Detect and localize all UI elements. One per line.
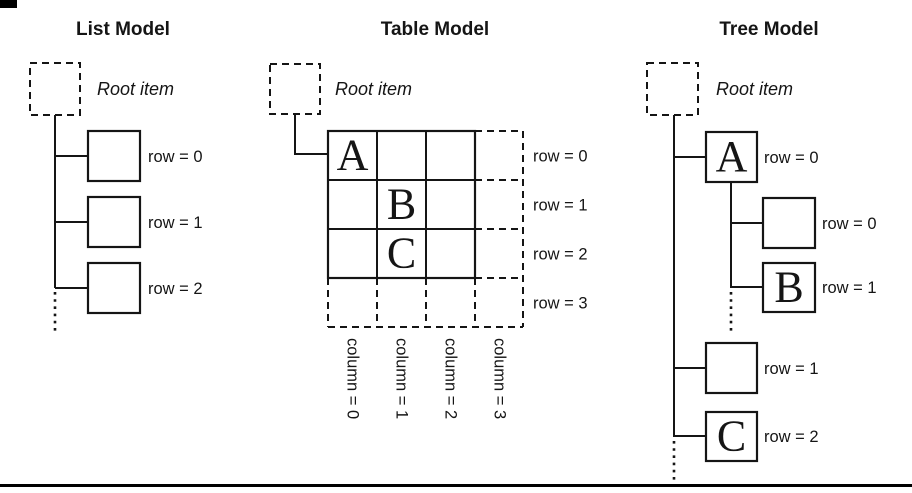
- tree-node-box-b: [761, 261, 817, 314]
- list-row-label-1: row = 1: [148, 214, 203, 232]
- tree-node-label-c: row = 2: [764, 428, 819, 446]
- table-cell-letter-b: B: [387, 180, 416, 229]
- corner-artifact: [0, 0, 17, 8]
- table-root-item-box: [269, 63, 321, 115]
- tree-model-panel: Tree Model Root item A row = 0 row = 0 B…: [646, 19, 877, 480]
- bottom-rule: [0, 484, 912, 487]
- list-root-item-label: Root item: [97, 79, 174, 99]
- table-root-item-label: Root item: [335, 79, 412, 99]
- table-root-connector-line: [294, 114, 328, 155]
- table-model-title: Table Model: [381, 19, 489, 40]
- tree-node-box-a-child0: [761, 196, 817, 250]
- table-phantom-row-lines: [327, 278, 523, 328]
- table-row-label-1: row = 1: [533, 197, 588, 215]
- table-cell-letter-c: C: [387, 229, 416, 278]
- table-grid-inner-lines: [328, 131, 475, 278]
- tree-node-box-c: [704, 410, 759, 463]
- list-root-item-box: [29, 62, 81, 116]
- list-row-label-0: row = 0: [148, 148, 203, 166]
- tree-root-item-box: [646, 62, 699, 116]
- table-grid-outline: [326, 129, 477, 280]
- table-column-label-1: column = 1: [393, 338, 411, 419]
- tree-node-letter-a: A: [716, 132, 748, 181]
- table-cell-letter-a: A: [337, 131, 369, 180]
- tree-node-label-a-child0: row = 0: [822, 215, 877, 233]
- tree-node-box-sibling1: [704, 341, 759, 395]
- table-row-label-2: row = 2: [533, 246, 588, 264]
- tree-node-label-a: row = 0: [764, 149, 819, 167]
- tree-model-title: Tree Model: [719, 19, 818, 40]
- table-column-label-3: column = 3: [491, 338, 509, 419]
- list-item-box-0: [86, 129, 142, 183]
- list-item-box-2: [86, 261, 142, 315]
- list-model-title: List Model: [76, 19, 170, 40]
- table-row-label-3: row = 3: [533, 295, 588, 313]
- tree-node-label-sibling1: row = 1: [764, 360, 819, 378]
- tree-node-label-b: row = 1: [822, 279, 877, 297]
- table-column-label-0: column = 0: [344, 338, 362, 419]
- table-phantom-column-lines: [475, 130, 524, 327]
- tree-node-letter-c: C: [717, 412, 746, 461]
- table-model-panel: Table Model Root item A B C row = 0 row …: [269, 19, 588, 419]
- list-row-label-2: row = 2: [148, 280, 203, 298]
- table-row-label-0: row = 0: [533, 148, 588, 166]
- table-column-label-2: column = 2: [442, 338, 460, 419]
- tree-root-item-label: Root item: [716, 79, 793, 99]
- list-item-box-1: [86, 195, 142, 249]
- list-model-panel: List Model Root item row = 0 row = 1 row…: [29, 19, 203, 334]
- tree-node-letter-b: B: [774, 263, 803, 312]
